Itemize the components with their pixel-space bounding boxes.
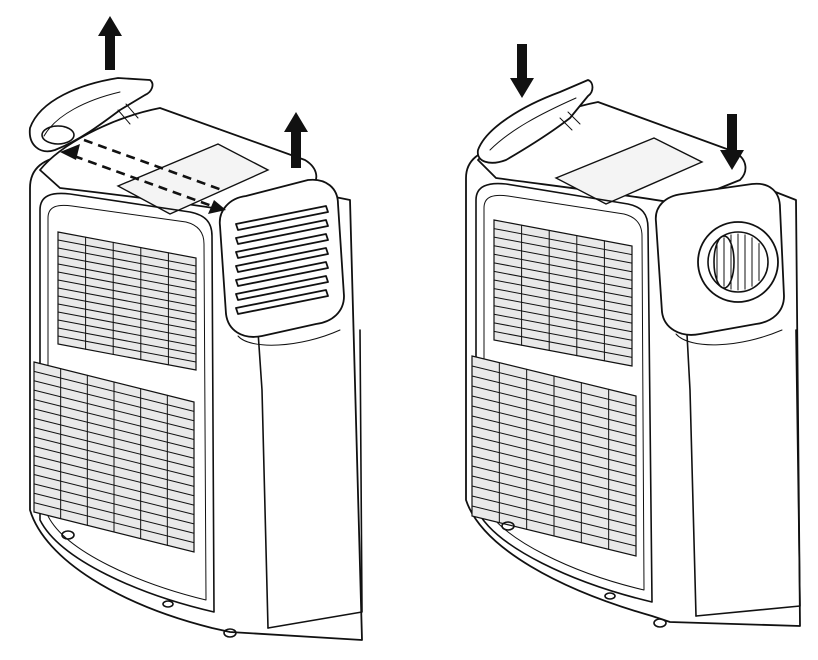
arrow-down-icon (720, 114, 744, 170)
left-unit-front-frame (39, 192, 215, 613)
grille-slat (493, 253, 633, 281)
grille-slat (57, 263, 197, 291)
grille-slat (493, 270, 633, 298)
right-unit-window-flap (477, 79, 594, 164)
grille-slat (493, 279, 633, 307)
double-dashed-arrow-icon (60, 138, 226, 214)
left-unit-upper-grille (57, 231, 197, 371)
right-unit-upper-grille (493, 219, 633, 367)
left-unit-window-flap-inner (43, 91, 121, 137)
grille-slat (57, 271, 197, 299)
grille-slat (493, 245, 633, 273)
left-unit-front-frame-inner (47, 204, 207, 601)
grille-slat (57, 255, 197, 283)
grille-slat (493, 313, 633, 341)
left-unit-casters (61, 530, 237, 638)
left-unit-adapter-base (237, 329, 341, 346)
grille-slat (57, 319, 197, 347)
right-unit-exhaust-ring-inner (707, 231, 769, 293)
grille-slat (57, 247, 197, 275)
grille-slat (57, 279, 197, 307)
louver-blade (235, 205, 329, 231)
grille-slat (493, 305, 633, 333)
grille-slat (57, 327, 197, 355)
grille-slat (57, 295, 197, 323)
louver-blade (235, 219, 329, 245)
grille-slat (493, 296, 633, 324)
duct-inner-opening (713, 235, 735, 289)
arrow-up-icon (284, 112, 308, 168)
left-unit-control-panel (116, 143, 270, 215)
right-air-conditioner-unit (465, 44, 801, 628)
grille-slat (493, 322, 633, 350)
grille-slat (57, 287, 197, 315)
grille-slat (57, 335, 197, 363)
grille-slat (57, 239, 197, 267)
grille-slat (493, 236, 633, 264)
right-unit-control-panel (554, 137, 704, 205)
arrow-up-icon (98, 16, 122, 70)
louver-blade (235, 233, 329, 259)
right-unit-lower-grille (471, 355, 637, 557)
grille-slat (493, 288, 633, 316)
left-unit-exhaust-louvers (235, 205, 329, 315)
right-unit-window-flap-inner (489, 97, 577, 151)
left-unit-side-bottom (267, 329, 363, 629)
right-unit-front-frame-inner (483, 194, 645, 591)
left-air-conditioner-unit (28, 16, 363, 641)
right-unit-flap-hinge (559, 111, 581, 131)
left-unit-flap-hinge (117, 103, 139, 125)
left-unit-window-flap (28, 77, 154, 153)
left-unit-flap-knob (41, 125, 75, 145)
right-unit-side-bottom (695, 329, 801, 617)
left-unit-lower-grille (33, 361, 195, 553)
louver-blade (235, 275, 329, 301)
grille-slat (493, 228, 633, 256)
grille-slat (57, 303, 197, 331)
louver-blade (235, 247, 329, 273)
right-unit-casters (501, 521, 667, 628)
right-unit-duct-mesh (713, 233, 760, 291)
grille-slat (493, 330, 633, 358)
louver-blade (235, 261, 329, 287)
right-unit-front-frame (475, 182, 653, 603)
grille-slat (493, 262, 633, 290)
right-unit-adapter-base (675, 329, 783, 346)
grille-slat (57, 311, 197, 339)
arrow-down-icon (510, 44, 534, 98)
louver-blade (235, 289, 329, 315)
